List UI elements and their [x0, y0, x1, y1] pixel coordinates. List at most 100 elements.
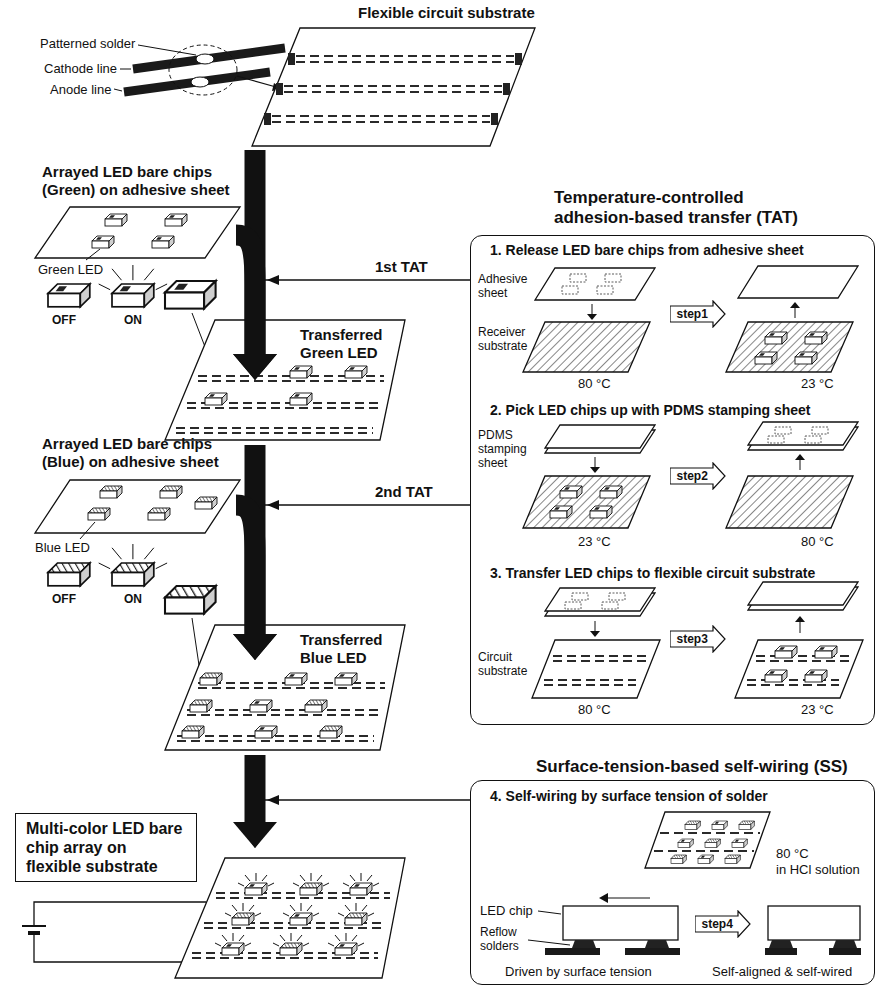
- label-holder: ON: [124, 313, 142, 327]
- green-transfer-sheet-part: [345, 366, 367, 378]
- label-holder: 1. Release LED bare chips from adhesive …: [490, 242, 804, 259]
- substrate-sheet-part: [288, 53, 295, 65]
- flow-arrow: [233, 505, 277, 660]
- ss-figure-part: [725, 855, 740, 863]
- part-label: 80 °C: [578, 702, 611, 717]
- ss-figure-part: [599, 893, 608, 903]
- part-label: Blue LED: [35, 540, 90, 555]
- step-title: 1. Release LED bare chips from adhesive …: [490, 242, 804, 259]
- edge-label: 1st TAT: [372, 258, 431, 276]
- final-array-sheet-part: [300, 883, 322, 895]
- tat-step2-figure-part: [545, 425, 655, 448]
- part-label: Cathode line: [44, 61, 117, 76]
- substrate-stage: Flexible circuit substrate: [250, 4, 540, 150]
- tat-step1-figure-part: [790, 302, 800, 308]
- green-adhesive-sheet-part: [165, 214, 187, 226]
- label-holder: 23 °C: [801, 702, 834, 717]
- green-transfer-sheet-part: [176, 432, 373, 434]
- arrow-head: [267, 795, 279, 805]
- substrate-sheet-part: [252, 28, 535, 146]
- final-array-sheet-part: [245, 883, 267, 895]
- circuit-line-inset-part: [114, 89, 122, 91]
- caption-box: Multi-color LED bare chip array on flexi…: [15, 813, 197, 882]
- circuit-line-inset-part: [120, 69, 131, 70]
- step-arrow: step3: [670, 625, 726, 653]
- final-array-sheet-part: [225, 903, 261, 916]
- final-array-sheet-part: [216, 897, 390, 899]
- green-adhesive-sheet-part: [86, 249, 100, 260]
- tat-step1-figure-part: [795, 307, 796, 318]
- flow-arrow: [233, 755, 277, 848]
- tat-step2-figure-part: [590, 506, 612, 518]
- green-transfer-sheet-part: [165, 320, 405, 440]
- part-label: Self-aligned & self-wired: [712, 964, 852, 979]
- tat-step2-figure-part: [600, 486, 622, 498]
- blue-transfer-sheet-part: [255, 726, 277, 738]
- label-holder: 80 °C: [578, 702, 611, 717]
- blue-transfer-sheet-part: [182, 726, 204, 738]
- tat-step3-figure-part: [795, 616, 805, 622]
- tat-step1-figure-part: [726, 322, 853, 372]
- final-array-sheet-part: [192, 957, 378, 959]
- label-holder: Blue LED: [35, 540, 90, 555]
- tat-step3-figure-part: [572, 593, 588, 600]
- label-holder: 80 °C: [776, 846, 809, 861]
- green-transfer-sheet-part: [187, 407, 378, 409]
- final-array-sheet-part: [350, 883, 372, 895]
- green-led-inset-part: [99, 265, 167, 290]
- blue-transfer-sheet-part: [250, 700, 272, 712]
- tat-step3-figure-part: [565, 602, 581, 609]
- green-led-inset: [48, 265, 216, 365]
- label-holder: 2nd TAT: [372, 483, 436, 501]
- label-holder: Anode line: [50, 82, 111, 97]
- tat-step1-figure: [523, 266, 858, 372]
- blue-transfer-sheet-part: [177, 735, 374, 737]
- tat-step2-figure-part: [748, 422, 858, 445]
- label-holder: LED chip: [480, 903, 533, 918]
- label-holder: 2. Pick LED chips up with PDMS stamping …: [490, 402, 811, 419]
- blue-transfer-sheet-part: [187, 709, 380, 711]
- substrate-sheet: [252, 28, 535, 146]
- blue-transfer-sheet-part: [165, 625, 405, 750]
- part-label: Receiver substrate: [478, 325, 534, 353]
- ss-figure-part: [625, 948, 680, 955]
- label-holder: 80 °C: [578, 376, 611, 391]
- result-stage: Multi-color LED bare chip array on flexi…: [10, 848, 410, 983]
- stage-heading: Arrayed LED bare chips (Blue) on adhesiv…: [42, 435, 242, 471]
- green-adhesive-sheet-part: [105, 214, 127, 226]
- substrate-sheet-part: [276, 83, 283, 95]
- blue-adhesive-sheet-part: [80, 522, 95, 539]
- tat-step2-figure-part: [595, 457, 596, 468]
- green-adhesive-sheet: [35, 207, 240, 260]
- blue-adhesive-sheet-part: [160, 486, 182, 498]
- text-holder: Surface-tension-based self-wiring (SS): [536, 757, 848, 777]
- step-arrow: step4: [695, 910, 751, 938]
- label-holder: 23 °C: [578, 534, 611, 549]
- arrow-head: [233, 354, 277, 380]
- tat-step3-figure-part: [544, 684, 636, 686]
- green-transfer-sheet-part: [198, 380, 384, 382]
- label-holder: OFF: [52, 592, 76, 606]
- ss-figure-part: [645, 940, 669, 948]
- circuit-line-inset-part: [124, 72, 270, 92]
- label-holder: Driven by surface tension: [505, 964, 652, 979]
- label-holder: Adhesive sheet: [478, 272, 530, 300]
- final-array-sheet-part: [22, 925, 46, 927]
- part-label: Anode line: [50, 82, 111, 97]
- final-array-sheet-part: [215, 933, 251, 946]
- substrate-sheet-part: [296, 61, 514, 63]
- final-array-sheet-part: [238, 873, 274, 886]
- tat-step1-figure-part: [597, 286, 613, 294]
- ss-figure-part: [671, 855, 686, 863]
- blue-transfer-sheet-part: [285, 673, 307, 685]
- tat-step1-figure-part: [605, 274, 621, 282]
- tat-step1-figure-part: [765, 332, 787, 344]
- green-transfer-sheet: [165, 320, 405, 440]
- text-holder: Arrayed LED bare chips (Green) on adhesi…: [42, 163, 242, 199]
- part-label: 80 °C: [801, 534, 834, 549]
- arrow-head: [233, 354, 277, 380]
- tat-step2-figure: [523, 422, 858, 528]
- final-array-sheet-part: [34, 902, 206, 926]
- connector-line: [255, 800, 470, 842]
- tat-step2-figure-part: [795, 454, 805, 460]
